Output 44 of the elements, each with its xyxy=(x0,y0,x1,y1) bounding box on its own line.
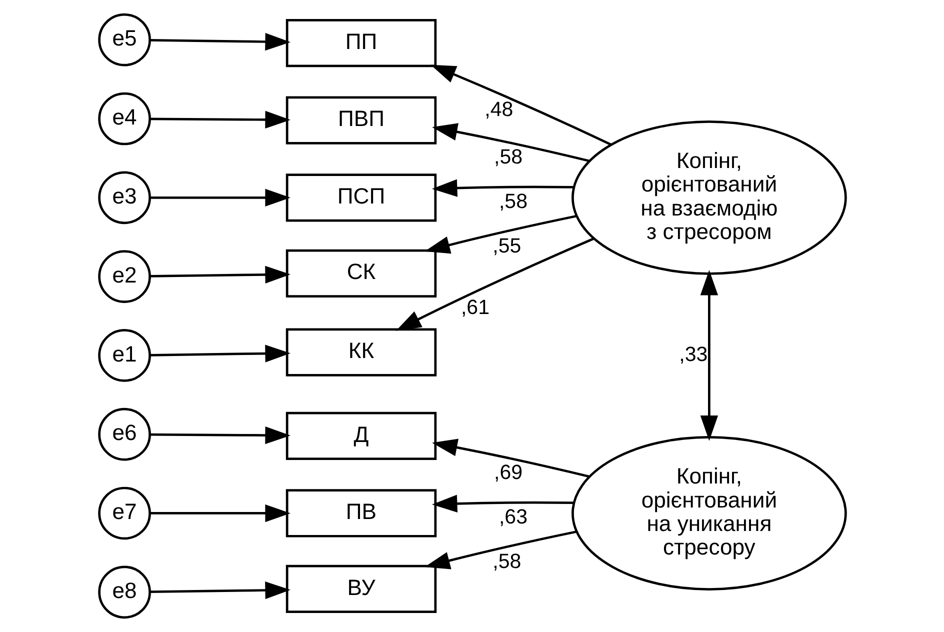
edge-label: ,58 xyxy=(492,550,521,574)
node-circle: e4 xyxy=(98,92,150,146)
arrow xyxy=(149,32,290,51)
arrow xyxy=(432,123,590,162)
arrow xyxy=(424,214,576,254)
edge-label: ,58 xyxy=(494,146,522,169)
edge-label: ,61 xyxy=(460,296,489,319)
node-box: СК xyxy=(285,249,436,298)
arrow xyxy=(149,344,290,362)
node-circle: e3 xyxy=(98,171,150,224)
node-circle: e5 xyxy=(98,13,150,66)
arrow xyxy=(149,504,290,522)
node-circle: e7 xyxy=(98,486,150,540)
node-box: ПП xyxy=(285,18,436,68)
edge-label: ,48 xyxy=(484,98,513,122)
node-circle: e1 xyxy=(98,329,150,382)
node-box: ПСП xyxy=(285,174,436,222)
arrow xyxy=(149,110,290,129)
arrow xyxy=(149,581,290,600)
node-box: Д xyxy=(285,412,436,460)
edge-label: ,63 xyxy=(498,505,527,528)
node-box: ПВП xyxy=(285,96,436,144)
arrow xyxy=(424,530,576,570)
node-ellipse: Копінг, орієнтований на взаємодію з стресором xyxy=(571,120,846,275)
arrow xyxy=(149,426,290,444)
node-box: КК xyxy=(285,328,436,376)
node-circle: e6 xyxy=(98,408,150,461)
node-box: ВУ xyxy=(285,564,436,614)
arrow xyxy=(700,270,718,441)
edge-label: ,55 xyxy=(492,234,521,258)
arrow xyxy=(149,188,290,206)
edge-label: ,58 xyxy=(498,190,527,213)
arrow xyxy=(149,266,290,284)
node-box: ПВ xyxy=(285,489,436,538)
node-circle: e8 xyxy=(98,566,150,619)
arrow xyxy=(430,64,612,146)
edge-label: ,33 xyxy=(678,342,708,366)
arrow xyxy=(431,179,574,197)
arrow xyxy=(431,494,574,512)
node-circle: e2 xyxy=(98,250,150,303)
arrow xyxy=(432,438,590,478)
arrow xyxy=(395,238,594,331)
edge-label: ,69 xyxy=(494,461,522,484)
node-ellipse: Копінг, орієнтований на уникання стресору xyxy=(571,436,846,590)
